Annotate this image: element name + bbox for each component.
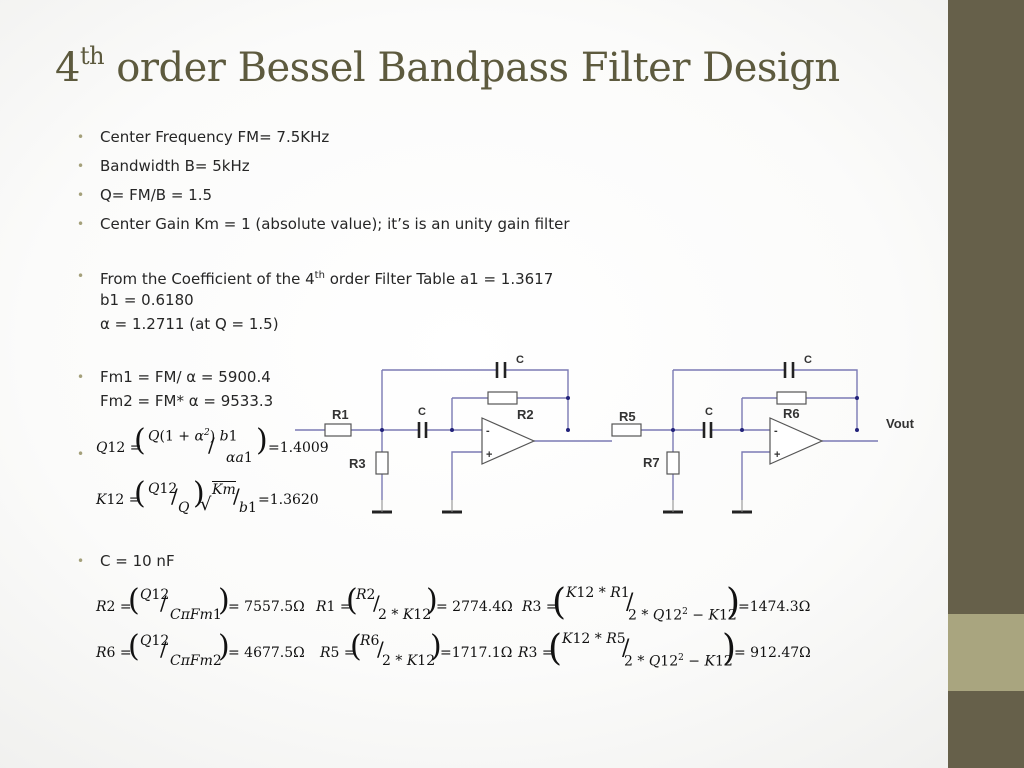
bullet-dot: • [77, 217, 85, 231]
slide-title: 4th order Bessel Bandpass Filter Design [55, 42, 840, 91]
schematic-capacitors [417, 362, 795, 438]
resistor-r7 [666, 451, 680, 475]
bullet-dot: • [77, 159, 85, 173]
label-vout: Vout [886, 416, 915, 431]
label-r6: R6 [783, 406, 800, 421]
label-r7: R7 [643, 455, 660, 470]
resistor-r5 [611, 423, 642, 437]
label-r1: R1 [332, 407, 349, 422]
opamp2-minus: - [774, 425, 778, 437]
resistor-r3 [375, 451, 389, 475]
bullet-dot: • [77, 370, 85, 384]
bullet-coefficients: From the Coefficient of the 4th order Fi… [100, 270, 554, 288]
opamp1-minus: - [486, 425, 490, 437]
fm2-text: Fm2 = FM* α = 9533.3 [100, 392, 274, 410]
label-c-mid2: C [705, 406, 713, 418]
r2-equation: R2 = ( Q12 / CπFm1 ) = 7557.5Ω [96, 583, 305, 623]
resistor-r1 [324, 423, 352, 437]
label-c-mid1: C [418, 406, 426, 418]
opamp-1 [481, 417, 536, 465]
bullet-dot: • [77, 554, 85, 568]
bullet-q: Q= FM/B = 1.5 [100, 186, 213, 204]
opamp2-plus: + [774, 449, 780, 461]
fm1-text: Fm1 = FM/ α = 5900.4 [100, 368, 271, 386]
k12-equation: K12 = ( Q12 / Q ) √ Km / b1 =1.3620 [96, 476, 319, 516]
sidebar-stripe-light [948, 614, 1024, 691]
sidebar-stripe-dark-bottom [948, 691, 1024, 768]
opamp1-plus: + [486, 449, 492, 461]
sidebar-stripe-dark [948, 0, 1024, 614]
r3-equation-b: R3 = ( K12 * R5 / 2 * Q122 − K12 ) = 912… [518, 628, 811, 670]
bullet-center-frequency: Center Frequency FM= 7.5KHz [100, 128, 330, 146]
resistor-r6 [776, 391, 807, 405]
ground-stems [381, 500, 743, 512]
r1-equation: R1 = ( R2 / 2 * K12 ) = 2774.4Ω [316, 583, 513, 623]
bullet-dot: • [77, 269, 85, 283]
bullet-center-gain: Center Gain Km = 1 (absolute value); it’… [100, 215, 570, 233]
capacitor-value: C = 10 nF [100, 552, 175, 570]
bullet-bandwidth: Bandwidth B= 5kHz [100, 157, 250, 175]
r3-equation-a: R3 = ( K12 * R1 / 2 * Q122 − K12 ) =1474… [522, 582, 811, 624]
schematic-junctions [380, 396, 859, 432]
schematic-components [324, 391, 824, 475]
resistor-r2 [487, 391, 518, 405]
schematic-labels: R1 C R2 R3 C C R5 R6 R7 C Vout - + - + [332, 354, 915, 471]
bullet-dot: • [77, 130, 85, 144]
label-r5: R5 [619, 409, 636, 424]
q12-equation: Q12 = ( Q(1 + α2) b1 / αa1 ) =1.4009 [96, 423, 329, 466]
bullet-dot: • [77, 447, 85, 461]
bandpass-filter-schematic: R1 C R2 R3 C C R5 R6 R7 C Vout - + - + [295, 354, 915, 514]
opamp-2 [769, 417, 824, 465]
label-c-top2: C [804, 354, 812, 366]
r5-equation: R5 = ( R6 / 2 * K12 ) =1717.1Ω [320, 629, 513, 669]
label-r3: R3 [349, 456, 366, 471]
coefficient-alpha: α = 1.2711 (at Q = 1.5) [100, 315, 279, 333]
r6-equation: R6 = ( Q12 / CπFm2 ) = 4677.5Ω [96, 629, 305, 669]
coefficient-b1: b1 = 0.6180 [100, 291, 194, 309]
label-r2: R2 [517, 407, 534, 422]
label-c-top1: C [516, 354, 524, 366]
bullet-dot: • [77, 188, 85, 202]
